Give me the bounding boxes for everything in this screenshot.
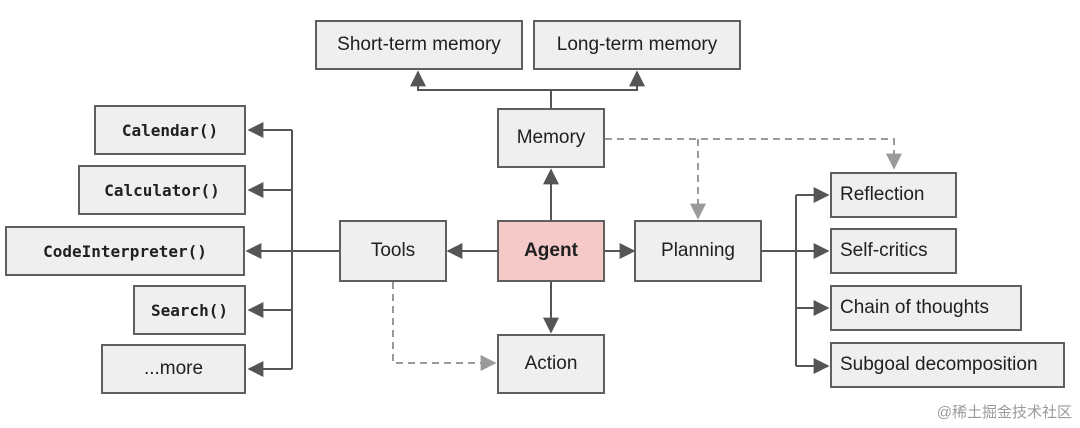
code-interpreter-node: CodeInterpreter() <box>5 226 245 276</box>
chain-of-thoughts-node: Chain of thoughts <box>830 285 1022 331</box>
planning-node: Planning <box>634 220 762 282</box>
long-term-memory-node: Long-term memory <box>533 20 741 70</box>
more-tools-node: ...more <box>101 344 246 394</box>
calculator-node: Calculator() <box>78 165 246 215</box>
tools-to-action-dashed-arrow <box>392 282 497 371</box>
memory-to-short-term-arrow <box>410 70 552 108</box>
watermark: @稀土掘金技术社区 <box>936 404 1072 421</box>
memory-to-reflection-dashed-arrow <box>605 138 902 170</box>
planning-bus-line <box>762 195 797 366</box>
self-critics-node: Self-critics <box>830 228 957 274</box>
agent-node: Agent <box>497 220 605 282</box>
memory-node: Memory <box>497 108 605 168</box>
calendar-node: Calendar() <box>94 105 246 155</box>
memory-to-long-term-arrow <box>551 70 645 91</box>
reflection-node: Reflection <box>830 172 957 218</box>
tools-node: Tools <box>339 220 447 282</box>
action-node: Action <box>497 334 605 394</box>
subgoal-decomposition-node: Subgoal decomposition <box>830 342 1065 388</box>
short-term-memory-node: Short-term memory <box>315 20 523 70</box>
tools-bus-line <box>291 130 339 369</box>
search-node: Search() <box>133 285 246 335</box>
